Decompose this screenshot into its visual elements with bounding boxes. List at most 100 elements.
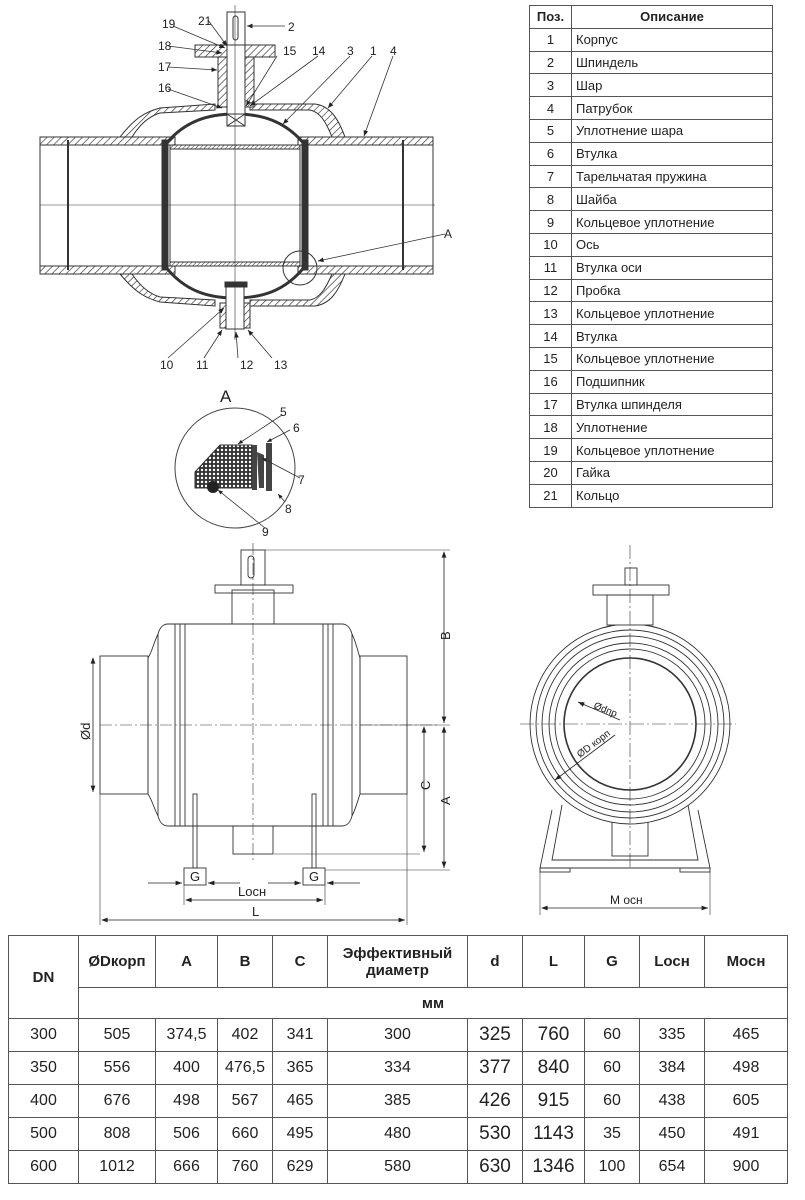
part-position: 12 bbox=[529, 278, 572, 303]
part-description: Шар bbox=[571, 73, 773, 98]
cell-effective-diameter: 480 bbox=[327, 1117, 468, 1151]
cell-Loch: 438 bbox=[639, 1084, 705, 1118]
callout-18: 18 bbox=[158, 39, 172, 53]
callout-7: 7 bbox=[298, 473, 305, 487]
dim-label-Mosn: M осн bbox=[610, 893, 643, 907]
cell-L: 760 bbox=[522, 1018, 585, 1052]
header-Mosn: Mосн bbox=[704, 935, 788, 988]
dim-label-A: A bbox=[438, 796, 453, 805]
cell-effective-diameter: 580 bbox=[327, 1150, 468, 1184]
cell-C: 629 bbox=[272, 1150, 328, 1184]
callout-16: 16 bbox=[158, 81, 172, 95]
callout-19: 19 bbox=[162, 17, 176, 31]
cell-d: 426 bbox=[467, 1084, 523, 1118]
part-description: Уплотнение шара bbox=[571, 118, 773, 143]
cell-DN: 350 bbox=[8, 1051, 79, 1085]
valve-section-drawing: 19 21 2 18 15 14 3 1 4 17 16 A 10 11 12 … bbox=[39, 5, 452, 372]
cell-Loch: 654 bbox=[639, 1150, 705, 1184]
cell-A: 506 bbox=[155, 1117, 218, 1151]
header-description: Описание bbox=[571, 5, 773, 29]
cell-A: 374,5 bbox=[155, 1018, 218, 1052]
part-position: 10 bbox=[529, 232, 572, 257]
cell-d: 630 bbox=[467, 1150, 523, 1184]
part-position: 11 bbox=[529, 255, 572, 280]
callout-21: 21 bbox=[198, 14, 212, 28]
part-position: 20 bbox=[529, 460, 572, 485]
cell-Dkorp: 1012 bbox=[78, 1150, 156, 1184]
callout-13: 13 bbox=[274, 358, 288, 372]
cell-A: 666 bbox=[155, 1150, 218, 1184]
cell-Dkorp: 808 bbox=[78, 1117, 156, 1151]
header-L: L bbox=[522, 935, 585, 988]
part-position: 1 bbox=[529, 27, 572, 52]
callout-A: A bbox=[444, 227, 452, 241]
cell-Mosn: 491 bbox=[704, 1117, 788, 1151]
callout-10: 10 bbox=[160, 358, 174, 372]
cell-effective-diameter: 385 bbox=[327, 1084, 468, 1118]
header-A: A bbox=[155, 935, 218, 988]
callout-11: 11 bbox=[196, 358, 209, 372]
cell-L: 915 bbox=[522, 1084, 585, 1118]
cell-effective-diameter: 334 bbox=[327, 1051, 468, 1085]
cell-A: 498 bbox=[155, 1084, 218, 1118]
front-view-drawing: B A C Ød G G Lосн L bbox=[78, 543, 453, 925]
cell-DN: 300 bbox=[8, 1018, 79, 1052]
cell-Mosn: 605 bbox=[704, 1084, 788, 1118]
dim-label-L: L bbox=[252, 904, 259, 919]
dim-label-d: Ød bbox=[78, 723, 93, 740]
part-position: 3 bbox=[529, 73, 572, 98]
cell-d: 377 bbox=[467, 1051, 523, 1085]
cell-Loch: 384 bbox=[639, 1051, 705, 1085]
cell-DN: 400 bbox=[8, 1084, 79, 1118]
part-position: 17 bbox=[529, 392, 572, 417]
cell-C: 465 bbox=[272, 1084, 328, 1118]
cell-Dkorp: 505 bbox=[78, 1018, 156, 1052]
header-d: d bbox=[467, 935, 523, 988]
cell-Mosn: 465 bbox=[704, 1018, 788, 1052]
detail-a-drawing: A 5 6 7 8 9 bbox=[174, 387, 305, 539]
part-description: Кольцевое уплотнение bbox=[571, 346, 773, 371]
header-pos: Поз. bbox=[529, 5, 572, 29]
part-position: 15 bbox=[529, 346, 572, 371]
part-position: 9 bbox=[529, 210, 572, 234]
part-description: Шайба bbox=[571, 187, 773, 212]
cell-C: 495 bbox=[272, 1117, 328, 1151]
part-position: 19 bbox=[529, 438, 572, 462]
dim-label-G-left: G bbox=[190, 869, 200, 884]
part-position: 18 bbox=[529, 415, 572, 440]
callout-9: 9 bbox=[262, 525, 269, 539]
part-description: Втулка bbox=[571, 141, 773, 166]
unit-label: мм bbox=[78, 987, 788, 1019]
cell-G: 60 bbox=[584, 1084, 640, 1118]
part-description: Корпус bbox=[571, 27, 773, 52]
part-description: Уплотнение bbox=[571, 415, 773, 440]
part-description: Кольцевое уплотнение bbox=[571, 301, 773, 326]
header-Loch: Lосн bbox=[639, 935, 705, 988]
cell-B: 567 bbox=[217, 1084, 273, 1118]
callout-2: 2 bbox=[288, 20, 295, 34]
cell-G: 60 bbox=[584, 1051, 640, 1085]
cell-Mosn: 900 bbox=[704, 1150, 788, 1184]
part-description: Ось bbox=[571, 232, 773, 257]
cell-L: 1346 bbox=[522, 1150, 585, 1184]
cell-Dkorp: 676 bbox=[78, 1084, 156, 1118]
dim-label-C: C bbox=[418, 781, 433, 790]
part-description: Пробка bbox=[571, 278, 773, 303]
part-description: Кольцевое уплотнение bbox=[571, 438, 773, 462]
